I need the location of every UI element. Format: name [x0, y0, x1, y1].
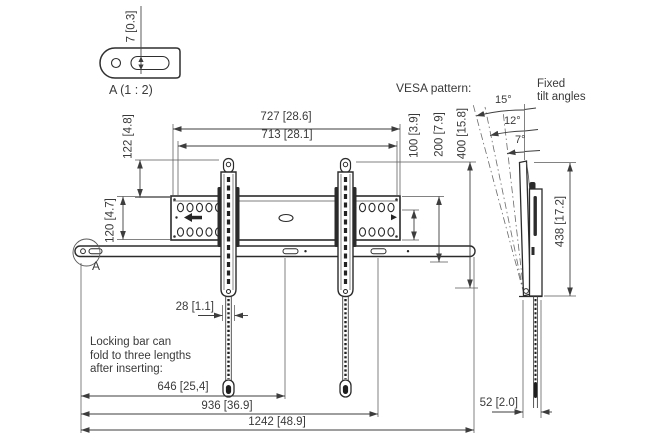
angle-7-label: 7°: [515, 134, 526, 146]
fixed-tilt-label-line1: Fixed: [537, 78, 566, 90]
dim-plate-height-label: 120 [4.7]: [104, 198, 117, 243]
vesa-400-label: 400 [15.8]: [456, 107, 469, 160]
side-view-bracket: [518, 160, 543, 298]
tilt-angle-arcs: [475, 107, 541, 156]
dim-fold-long-label: 1242 [48.9]: [248, 416, 306, 428]
plate-corner-dots: [173, 198, 398, 238]
plate-arrow-marks: [175, 213, 397, 222]
strap-right: [339, 296, 352, 398]
wall-plate: [170, 195, 401, 241]
dim-strap-width-label: 28 [1.1]: [175, 301, 214, 313]
dim-inner-width-label: 713 [28.1]: [261, 129, 313, 141]
detail-circle-marker: [72, 238, 101, 267]
tilt-dashed-lines: [472, 103, 525, 295]
dim-rail-top-offset-label: 122 [4.8]: [122, 114, 135, 159]
dim-fold-short-label: 646 [25,4]: [157, 381, 209, 393]
locking-bar: [74, 245, 476, 258]
side-view-strap: [533, 296, 538, 408]
vesa-100-label: 100 [3.9]: [408, 113, 421, 158]
rail-left: [217, 157, 240, 298]
dimension-lines: [81, 126, 474, 433]
dim-fold-mid-label: 936 [36.9]: [201, 400, 253, 412]
bar-fold-slot-1: [282, 248, 299, 255]
detail-a-part: [99, 47, 181, 79]
detail-a-slot-height-dim: 7 [0.3]: [125, 10, 138, 43]
angle-12-label: 12°: [504, 115, 521, 127]
locking-bar-note: Locking bar can fold to three lengths af…: [90, 336, 191, 377]
rail-right: [334, 157, 357, 298]
dim-outer-width-label: 727 [28.6]: [260, 111, 312, 123]
detail-a-dimension: [138, 6, 144, 74]
dim-depth-label: 52 [2.0]: [479, 397, 518, 409]
note-line-3: after inserting:: [90, 363, 163, 375]
vesa-200-label: 200 [7.9]: [433, 112, 446, 157]
strap-left: [222, 296, 235, 398]
angle-15-label: 15°: [495, 94, 512, 106]
bar-fold-slot-2: [370, 248, 387, 255]
detail-a-caption: A (1 : 2): [109, 83, 153, 97]
side-view-dimensions: [492, 162, 576, 418]
extension-lines: [80, 124, 478, 433]
plate-center-slot: [278, 213, 294, 223]
fixed-tilt-label-line2: tilt angles: [537, 91, 586, 103]
detail-marker-label: A: [92, 259, 101, 273]
dim-height-label: 438 [17.2]: [554, 195, 567, 248]
note-line-1: Locking bar can: [90, 336, 172, 348]
vesa-pattern-label: VESA pattern:: [396, 81, 472, 95]
note-line-2: fold to three lengths: [90, 349, 192, 362]
